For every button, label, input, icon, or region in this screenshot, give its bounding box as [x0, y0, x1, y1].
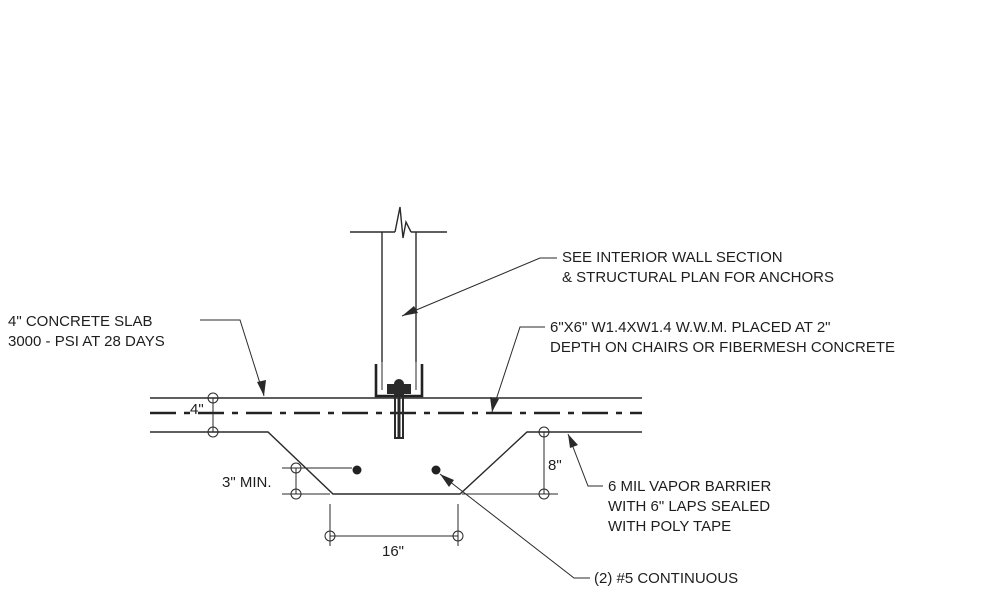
- wall-note-leader: [401, 257, 557, 317]
- wall-note-line1: SEE INTERIOR WALL SECTION: [562, 249, 783, 266]
- slab-note-line1: 4" CONCRETE SLAB: [8, 313, 153, 330]
- wwm-note-line2: DEPTH ON CHAIRS OR FIBERMESH CONCRETE: [550, 339, 895, 356]
- footing-width-dimension: [324, 504, 464, 546]
- rebar-left: [352, 465, 362, 475]
- vapor-note-line1: 6 MIL VAPOR BARRIER: [608, 478, 772, 495]
- rebar-right: [431, 465, 441, 475]
- vapor-note-line2: WITH 6" LAPS SEALED: [608, 498, 770, 515]
- slab-thickness-dimension: [186, 392, 230, 438]
- wall-note-line2: & STRUCTURAL PLAN FOR ANCHORS: [562, 269, 834, 286]
- rebar-note-leader: [439, 473, 590, 579]
- rebar-note: (2) #5 CONTINUOUS: [594, 570, 738, 587]
- anchor-bolt: [387, 379, 411, 439]
- stud-wall: [350, 206, 447, 398]
- slab-note-line2: 3000 - PSI AT 28 DAYS: [8, 333, 165, 350]
- footing-depth-label: 8": [548, 457, 562, 474]
- slab-bottom-footing-outline: [150, 431, 642, 495]
- cover-label: 3" MIN.: [222, 474, 272, 491]
- cover-dimension: [282, 462, 352, 500]
- vapor-note-line3: WITH POLY TAPE: [608, 518, 731, 535]
- wwm-note-line1: 6"X6" W1.4XW1.4 W.W.M. PLACED AT 2": [550, 319, 831, 336]
- footing-width-label: 16": [382, 543, 404, 560]
- slab-note-leader: [200, 319, 266, 397]
- footing-depth-dimension: [462, 426, 558, 500]
- vapor-note-leader: [567, 433, 603, 487]
- wwm-note-leader: [490, 326, 545, 413]
- slab-thickness-label: 4": [190, 401, 204, 418]
